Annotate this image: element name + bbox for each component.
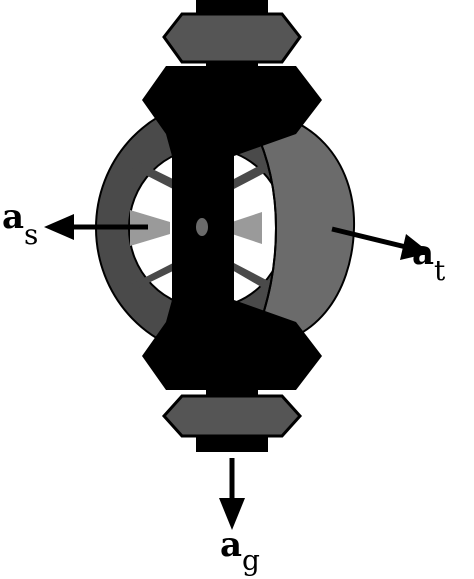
- spoke-right-lower: [232, 262, 274, 292]
- spoke-left-lower: [128, 262, 175, 292]
- label-at-main: a: [412, 233, 434, 273]
- bottom-neck: [206, 390, 258, 398]
- label-as: as: [2, 197, 38, 251]
- top-cap: [196, 0, 268, 14]
- arrow-as-head: [44, 214, 74, 240]
- arrow-at-head: [400, 234, 430, 260]
- label-ag-main: a: [220, 525, 242, 565]
- center-hole: [196, 218, 208, 236]
- label-ag: ag: [220, 525, 260, 577]
- label-at: at: [412, 233, 446, 287]
- label-ag-sub: g: [242, 544, 260, 577]
- bottom-spacer: [161, 394, 303, 438]
- spoke-right-mid: [232, 212, 262, 244]
- bottom-cap: [196, 436, 268, 452]
- spoke-left-mid: [130, 210, 170, 246]
- label-at-sub: t: [434, 254, 446, 287]
- top-spacer: [162, 12, 302, 64]
- right-drum-edge: [245, 111, 278, 347]
- central-frame: [142, 66, 322, 390]
- spoke-right-upper: [232, 160, 274, 190]
- arrow-ag-head: [219, 498, 245, 530]
- label-as-main: a: [2, 197, 24, 237]
- arrow-at-shaft: [331, 226, 407, 250]
- label-as-sub: s: [24, 218, 38, 251]
- spoke-left-upper: [128, 158, 175, 190]
